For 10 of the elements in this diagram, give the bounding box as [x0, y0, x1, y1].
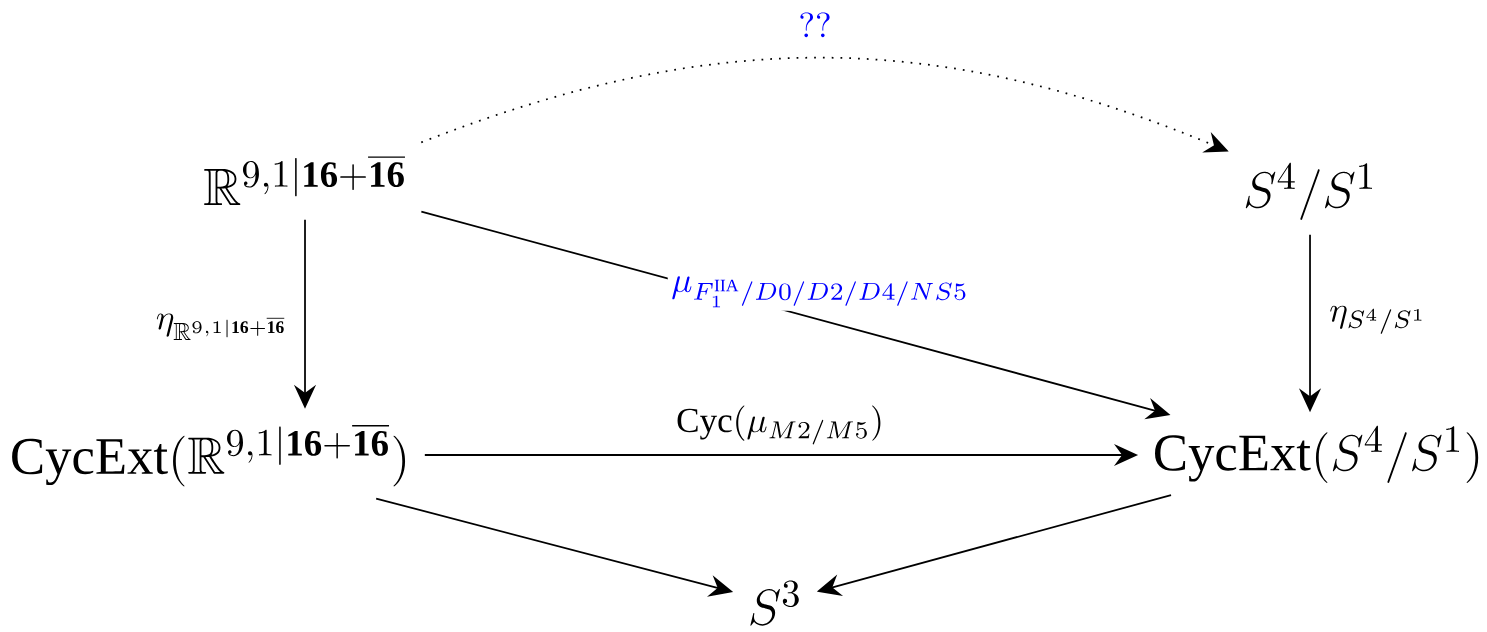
math-object: $\mathrm{CycExt}(S^4/S^1)$ [1155, 425, 1479, 483]
edge-label: $\eta_{S^4/S^1}$ [1325, 302, 1431, 338]
edge-label: $\mu_{F_1^{\mathrm{IIA}}/D0/D2/D4/NS5}$ [667, 273, 973, 311]
edge-label: $??$ [794, 9, 836, 41]
math-object: $S^3$ [750, 580, 799, 626]
math-object: $\mathrm{CycExt}(\mathbb{R}^{9,1|\mathbf{16}+\overline{\mathbf{16}}})$ [12, 425, 406, 487]
edge-label: $\eta_{\mathbb{R}^{9,1|\mathbf{16}+\overline{\mathbf{16}}}}$ [152, 310, 292, 344]
math-object: $\mathbb{R}^{9,1|\mathbf{16}+\overline{\mathbf{16}}}$ [204, 157, 405, 206]
edge-label: $\mathrm{Cyc}(\mu_{M2/M5})$ [672, 402, 888, 448]
math-object: $S^4/S^1$ [1245, 162, 1372, 220]
